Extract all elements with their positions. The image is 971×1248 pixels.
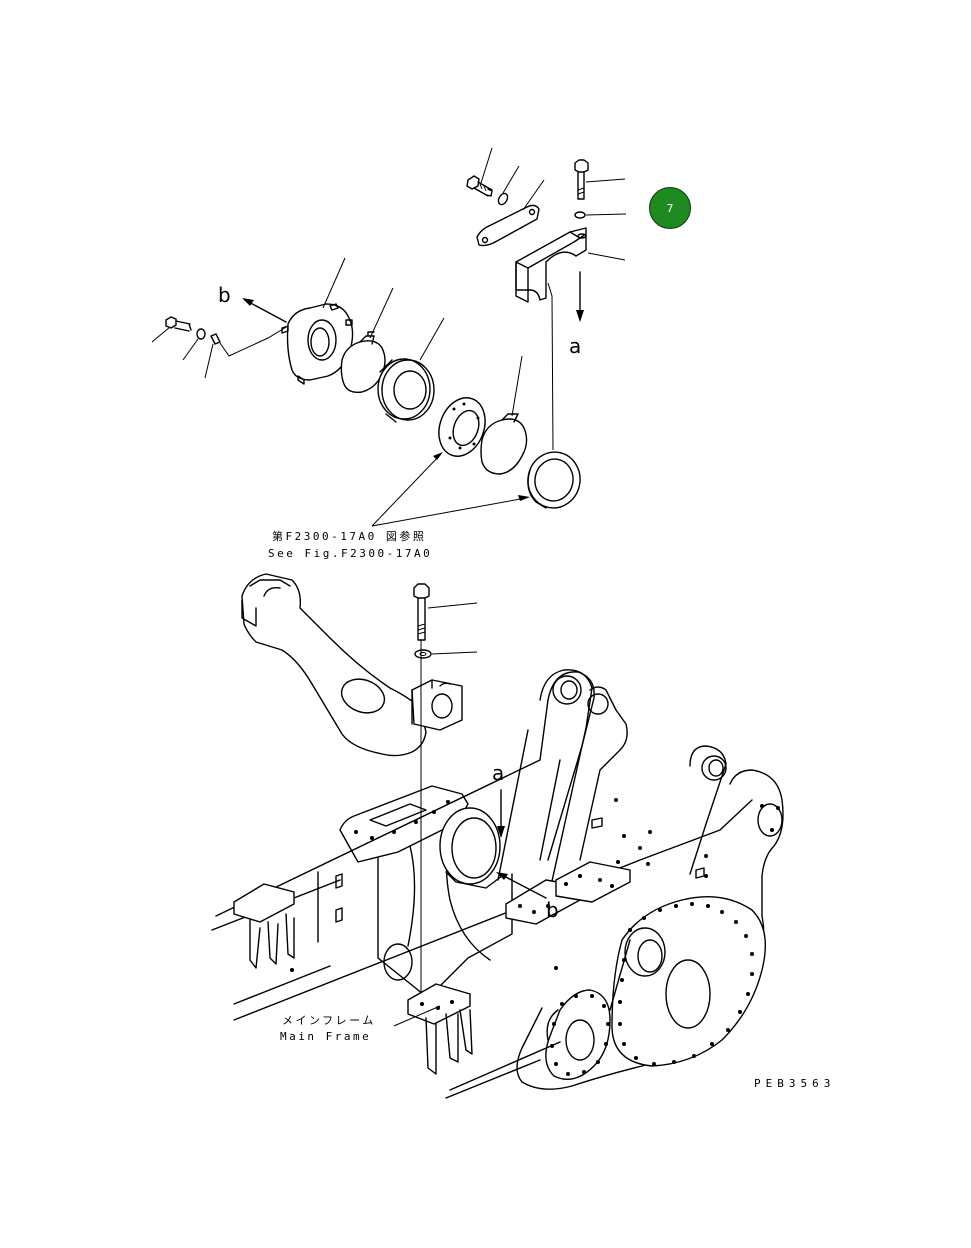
reference-note-en: See Fig.F2300-17A0 [268, 547, 433, 560]
seal-disc [438, 397, 486, 457]
letter-a-bottom: a [492, 761, 505, 785]
main-frame-leader [393, 1005, 441, 1027]
bearing-cap-upper [515, 227, 626, 451]
letter-b-top: b [218, 283, 231, 307]
equalizer-bar [241, 573, 427, 757]
seal-housing [377, 317, 445, 423]
arrow-b-top [242, 298, 287, 323]
callout-7[interactable]: 7 [649, 187, 691, 229]
bolt-left [151, 316, 192, 343]
washer-upper-right [574, 211, 627, 219]
reference-note-jp: 第F2300-17A0 図参照 [272, 530, 427, 543]
bearing-ring [527, 451, 581, 509]
main-frame-label-en: Main Frame [280, 1030, 372, 1043]
bearing-cap-lower [411, 679, 463, 731]
main-frame-label-jp: メインフレーム [282, 1014, 376, 1027]
main-frame [211, 669, 784, 1099]
arrow-a-top [576, 271, 584, 322]
split-ring-2 [480, 355, 528, 475]
drawing-code: PEB3563 [754, 1077, 836, 1090]
arrow-a-bottom [497, 789, 505, 838]
reference-arrows [371, 452, 530, 527]
callout-7-number: 7 [666, 201, 674, 215]
bolt-lower [413, 583, 478, 1000]
washer-upper-left [497, 165, 520, 206]
bolt-upper-left [466, 147, 493, 197]
washer-left [182, 328, 206, 361]
retaining-plate [476, 179, 545, 247]
letter-a-top: a [569, 334, 582, 358]
letter-b-bottom: b [546, 898, 559, 922]
arrow-b-bottom [496, 872, 547, 899]
pin-left [204, 325, 289, 379]
bolt-upper-right [574, 159, 626, 200]
washer-lower [414, 649, 478, 659]
